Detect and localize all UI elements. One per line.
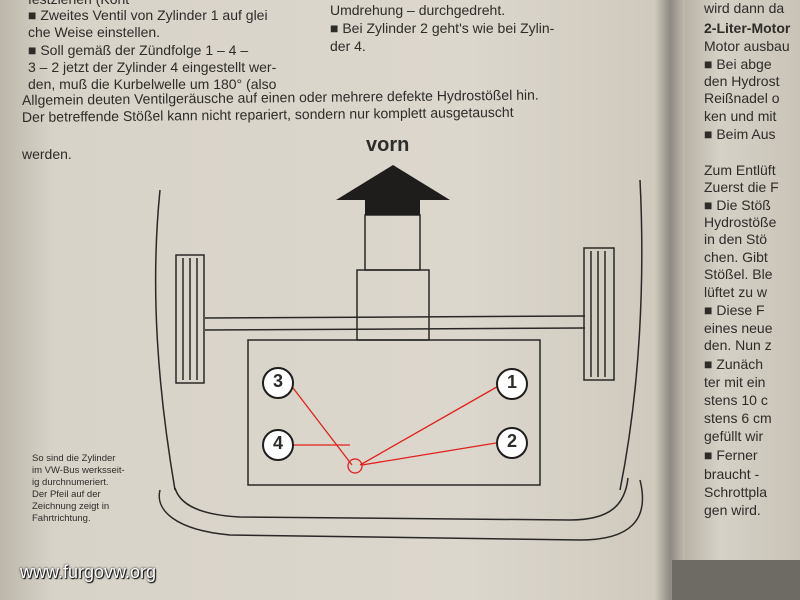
right-page-line: Schrottpla (704, 484, 768, 500)
firing-order-lines (289, 383, 503, 474)
right-page-line: ■ Die Stöß (704, 197, 771, 213)
right-page-line: ter mit ein (704, 374, 766, 390)
right-page-line: ■ Diese F (704, 302, 765, 318)
front-arrow-icon (336, 165, 450, 215)
cylinder-2-label: 2 (506, 431, 517, 451)
engine-block (247, 339, 541, 486)
right-page-line: Zum Entlüft (704, 162, 776, 178)
right-page-line: Hydrostöße (704, 214, 777, 230)
text-line: festziehen (Kont (28, 0, 129, 8)
caption-line: ig durchnumeriert. (32, 477, 109, 488)
right-page-line: den Hydrost (704, 73, 780, 89)
caption-line: im VW-Bus werksseit- (32, 465, 125, 476)
cylinder-2-circle (496, 427, 528, 459)
left-page (0, 0, 665, 600)
text-line: den, muß die Kurbelwelle um 180° (also (28, 76, 277, 92)
wheel-right (583, 247, 615, 381)
page-edge-shadow (672, 560, 800, 600)
right-page-line: gen wird. (704, 502, 761, 518)
text-line: ■ Bei Zylinder 2 geht's wie bei Zylin- (330, 20, 555, 36)
right-page-line: wird dann da (704, 0, 785, 16)
text-line: Umdrehung – durchgedreht. (330, 2, 506, 18)
right-page-line: Zuerst die F (704, 179, 779, 195)
text-line: ■ Soll gemäß der Zündfolge 1 – 4 – (28, 42, 249, 58)
text-line: ■ Zweites Ventil von Zylinder 1 auf glei (28, 7, 268, 23)
caption-line: So sind die Zylinder (32, 453, 116, 464)
text-line: der 4. (330, 38, 366, 54)
right-page (685, 0, 800, 600)
right-page-line: stens 10 c (704, 392, 768, 408)
book-gutter (655, 0, 685, 600)
right-page-line: Reißnadel o (704, 90, 780, 106)
body-outline-right (619, 179, 643, 491)
caption-line: Zeichnung zeigt in (32, 501, 110, 512)
right-page-line: braucht - (704, 466, 760, 482)
wheel-left (175, 254, 205, 384)
caption-line: Fahrtrichtung. (32, 513, 91, 524)
cylinder-4-label: 4 (272, 433, 283, 453)
distributor-icon (347, 458, 363, 474)
bumper-inner (174, 477, 629, 521)
right-page-line: in den Stö (704, 231, 768, 247)
right-page-line: stens 6 cm (704, 410, 772, 426)
cylinder-3-circle (262, 367, 294, 399)
axle (204, 315, 586, 319)
right-page-line: ken und mit (704, 108, 777, 124)
text-line: che Weise einstellen. (28, 24, 161, 40)
text-line: 3 – 2 jetzt der Zylinder 4 eingestellt w… (28, 59, 277, 75)
watermark: www.furgovw.org (20, 562, 157, 582)
cylinder-1-circle (496, 368, 528, 400)
right-page-line: Motor ausbau (704, 38, 790, 54)
cylinder-4-circle (262, 429, 294, 461)
body-outline-left (154, 189, 176, 491)
cylinder-3-label: 3 (272, 371, 283, 391)
paragraph-line: werden. (22, 146, 72, 162)
bumper (158, 479, 644, 541)
right-page-line: ■ Zunäch (704, 356, 764, 372)
driveshaft-block (364, 214, 421, 271)
right-page-line: gefüllt wir (704, 428, 764, 444)
right-page-line: ■ Bei abge (704, 56, 772, 72)
caption-line: Der Pfeil auf der (32, 489, 101, 500)
right-page-line: 2-Liter-Motor (704, 20, 791, 36)
cylinder-1-label: 1 (506, 372, 517, 392)
right-page-line: eines neue (704, 320, 773, 336)
arrow-label: vorn (366, 134, 410, 156)
right-page-line: ■ Ferner (704, 447, 758, 463)
right-page-line: Stößel. Ble (704, 266, 773, 282)
right-page-line: den. Nun z (704, 337, 772, 353)
right-page-line: ■ Beim Aus (704, 126, 776, 142)
right-page-line: lüftet zu w (704, 284, 768, 300)
right-page-line: chen. Gibt (704, 249, 768, 265)
axle-lower (204, 327, 586, 331)
